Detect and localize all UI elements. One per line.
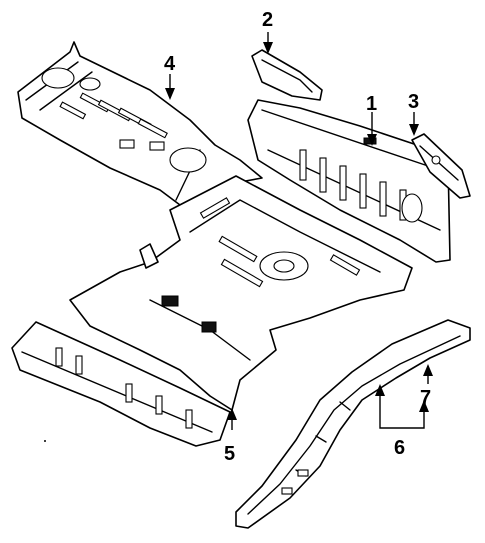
callout-3: 3 — [408, 91, 419, 113]
callout-1: 1 — [366, 93, 377, 115]
part-5-floor-pan — [69, 175, 413, 411]
part-2-bracket — [251, 49, 323, 101]
part-1-rear-panel — [247, 99, 451, 263]
callout-4: 4 — [164, 53, 176, 75]
callout-6: 6 — [394, 437, 405, 459]
part-4-package-tray — [17, 41, 263, 206]
rear-crossmember — [11, 321, 231, 447]
part-3-bracket — [411, 133, 471, 199]
callout-7: 7 — [420, 387, 431, 409]
part-6-7-side-rail — [235, 319, 471, 529]
stray-mark — [44, 440, 46, 442]
callout-leaders — [165, 32, 433, 430]
callout-2: 2 — [262, 9, 273, 31]
callout-5: 5 — [224, 443, 235, 465]
